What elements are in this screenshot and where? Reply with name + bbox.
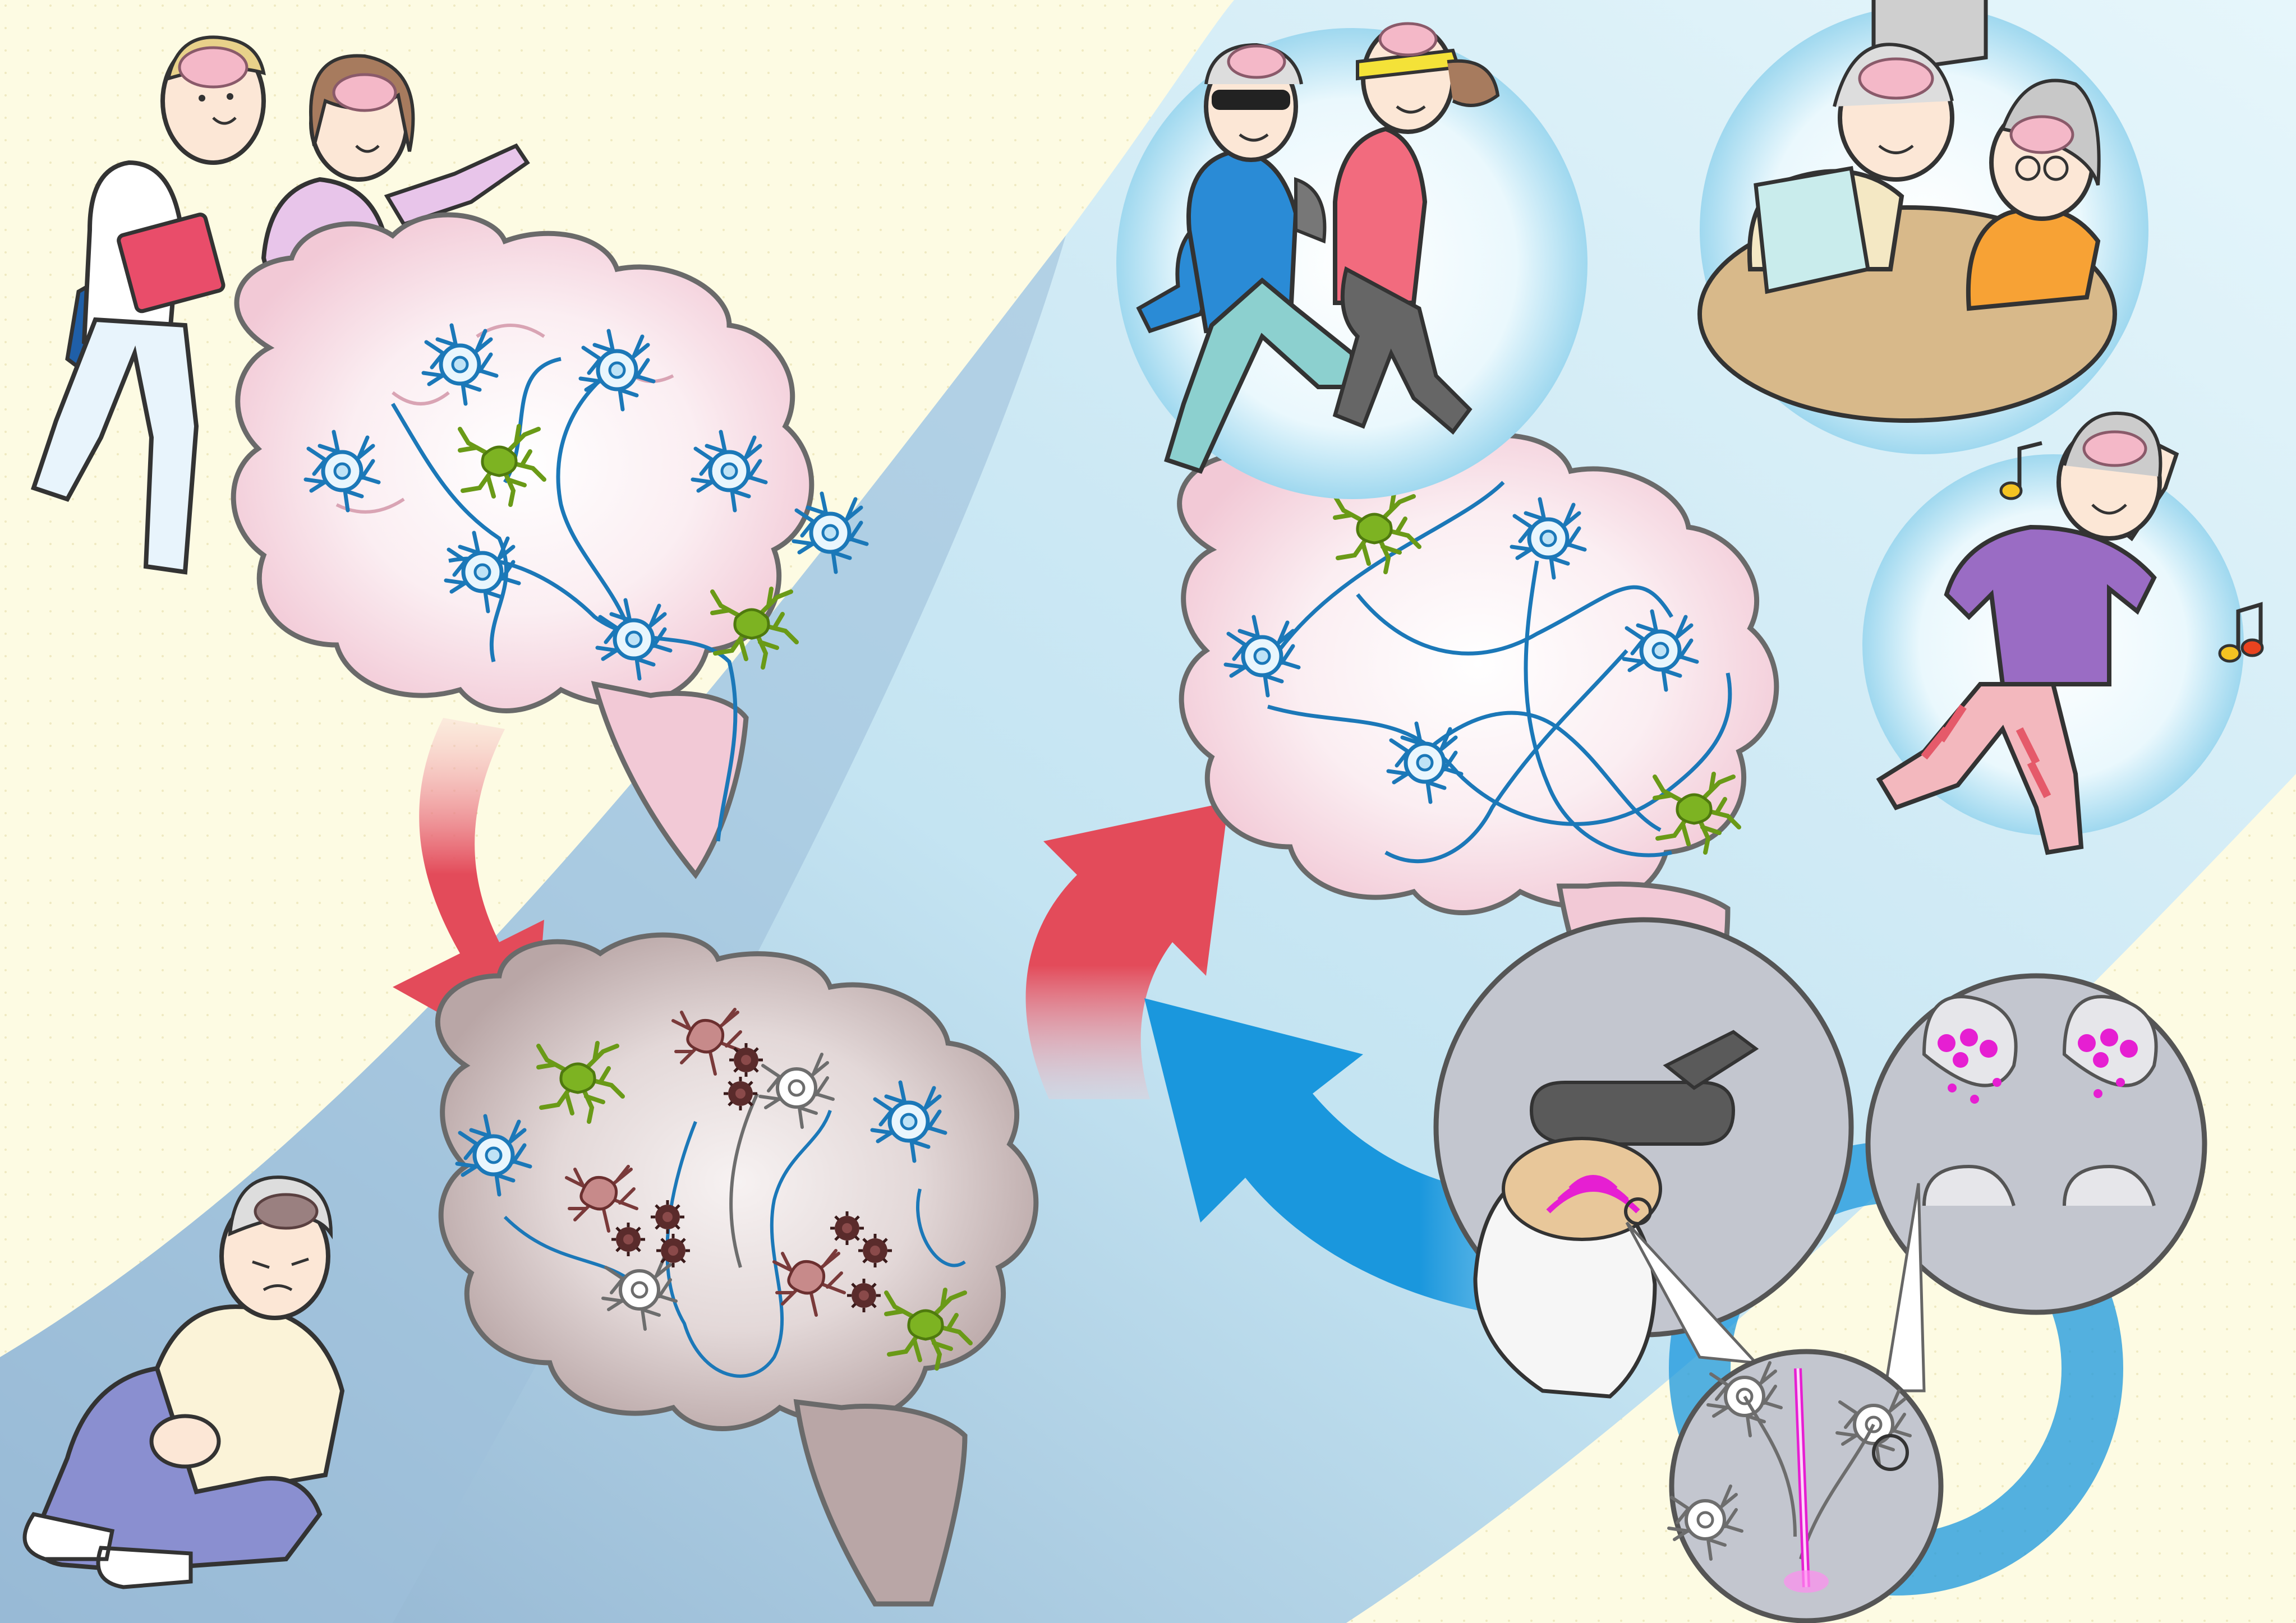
music-note-icon <box>1999 441 2264 663</box>
elderly-couple-studying-icon <box>1697 0 2148 454</box>
amyloid-plaque-icon <box>729 1043 763 1077</box>
laser-stimulation-icon <box>1625 1183 1944 1623</box>
recovery-arrow-icon <box>1025 802 1228 1099</box>
sad-elderly-man-icon <box>22 1175 345 1589</box>
elderly-couple-jogging-icon <box>1116 22 1588 499</box>
synapse-closeup-icon <box>1865 973 2207 1315</box>
magnetic-stimulation-icon <box>1433 917 1854 1399</box>
magnetic-coil-icon <box>1529 1081 1736 1146</box>
aged-brain-icon <box>435 932 1039 1607</box>
elderly-woman-dancing-icon <box>1862 411 2244 855</box>
healthy-brain-icon <box>231 212 867 879</box>
